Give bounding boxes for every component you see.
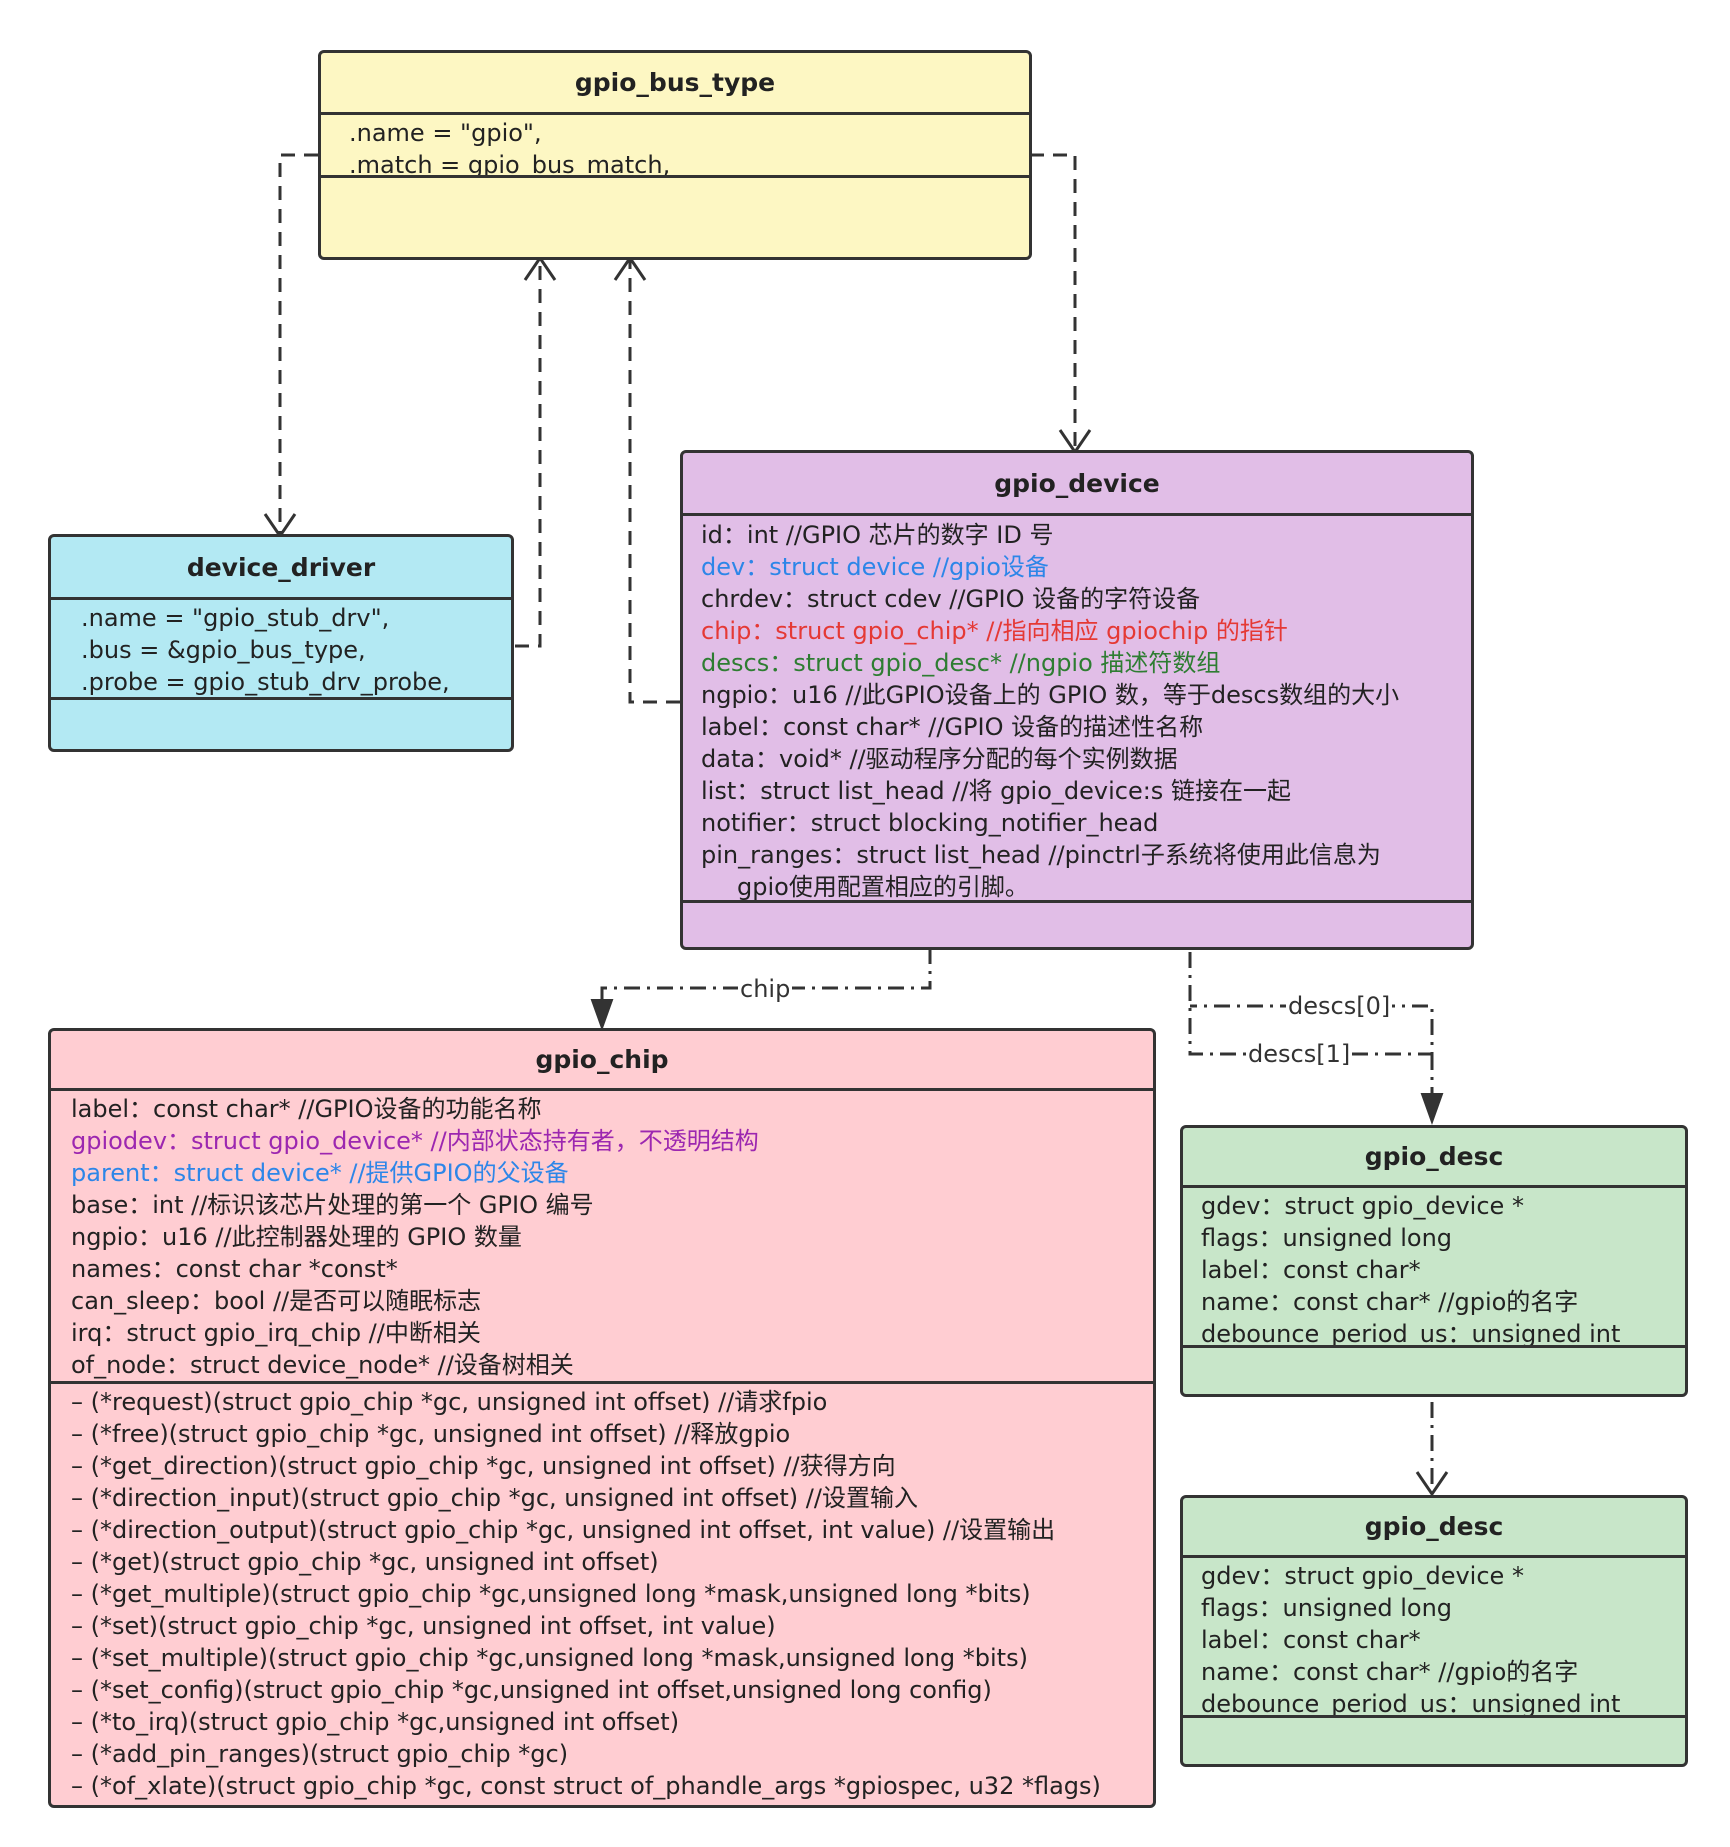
method: – (*set_multiple)(struct gpio_chip *gc,u… xyxy=(71,1644,1028,1672)
method: – (*set_config)(struct gpio_chip *gc,uns… xyxy=(71,1676,992,1704)
method: – (*set)(struct gpio_chip *gc, unsigned … xyxy=(71,1612,776,1640)
field-notifier: notifier：struct blocking_notifier_head xyxy=(701,809,1159,837)
field-debounce: debounce_period_us：unsigned int xyxy=(1201,1320,1621,1348)
arrowhead-desc-bottom xyxy=(1415,1471,1449,1497)
field-flags: flags：unsigned long xyxy=(1201,1224,1453,1252)
field-base: base：int //标识该芯片处理的第一个 GPIO 编号 xyxy=(71,1191,594,1219)
gpio-desc-title: gpio_desc xyxy=(1183,1128,1685,1188)
gpio-chip-fields: label：const char* //GPIO设备的功能名称 gpiodev：… xyxy=(51,1091,1153,1384)
method: – (*direction_input)(struct gpio_chip *g… xyxy=(71,1484,918,1512)
field-name: name：const char* //gpio的名字 xyxy=(1201,1288,1579,1316)
field-label: label：const char* xyxy=(1201,1626,1421,1654)
field-chrdev: chrdev：struct cdev //GPIO 设备的字符设备 xyxy=(701,585,1201,613)
connector-device-to-bus xyxy=(628,260,680,704)
connector-bus-to-device xyxy=(1030,153,1077,450)
gpio-device-title: gpio_device xyxy=(683,453,1471,516)
connector-label-descs0: descs[0] xyxy=(1286,992,1393,1020)
gpio-device-fields: id：int //GPIO 芯片的数字 ID 号 dev：struct devi… xyxy=(683,516,1471,903)
connector-label-descs1: descs[1] xyxy=(1246,1040,1353,1068)
field-descs: descs：struct gpio_desc* //ngpio 描述符数组 xyxy=(701,649,1221,677)
gpio-bus-type-title: gpio_bus_type xyxy=(321,53,1029,115)
device-driver-title: device_driver xyxy=(51,537,511,600)
field-pin-ranges-cont: gpio使用配置相应的引脚。 xyxy=(737,873,1029,901)
gpio-desc-title: gpio_desc xyxy=(1183,1498,1685,1558)
gpio-desc-box-0: gpio_desc gdev：struct gpio_device * flag… xyxy=(1180,1125,1688,1397)
field-pin-ranges: pin_ranges：struct list_head //pinctrl子系统… xyxy=(701,841,1381,869)
field: .probe = gpio_stub_drv_probe, xyxy=(81,668,450,696)
field: .name = "gpio", xyxy=(349,119,542,147)
gpio-device-box: gpio_device id：int //GPIO 芯片的数字 ID 号 dev… xyxy=(680,450,1474,950)
gpio-chip-title: gpio_chip xyxy=(51,1031,1153,1091)
field-ngpio: ngpio：u16 //此GPIO设备上的 GPIO 数，等于descs数组的大… xyxy=(701,681,1400,709)
field-id: id：int //GPIO 芯片的数字 ID 号 xyxy=(701,521,1054,549)
arrowhead-chip xyxy=(590,999,614,1031)
method: – (*get_multiple)(struct gpio_chip *gc,u… xyxy=(71,1580,1031,1608)
gpio-desc-fields: gdev：struct gpio_device * flags：unsigned… xyxy=(1183,1188,1685,1348)
gpio-bus-type-box: gpio_bus_type .name = "gpio", .match = g… xyxy=(318,50,1032,260)
field-of-node: of_node：struct device_node* //设备树相关 xyxy=(71,1351,574,1379)
gpio-device-methods xyxy=(683,903,1471,947)
field-can-sleep: can_sleep：bool //是否可以随眠标志 xyxy=(71,1287,482,1315)
gpio-desc-fields: gdev：struct gpio_device * flags：unsigned… xyxy=(1183,1558,1685,1718)
field-data: data：void* //驱动程序分配的每个实例数据 xyxy=(701,745,1178,773)
field-dev: dev：struct device //gpio设备 xyxy=(701,553,1049,581)
method: – (*direction_output)(struct gpio_chip *… xyxy=(71,1516,1056,1544)
field-gpiodev: gpiodev：struct gpio_device* //内部状态持有者，不透… xyxy=(71,1127,759,1155)
field-gdev: gdev：struct gpio_device * xyxy=(1201,1562,1524,1590)
field-name: name：const char* //gpio的名字 xyxy=(1201,1658,1579,1686)
method: – (*to_irq)(struct gpio_chip *gc,unsigne… xyxy=(71,1708,680,1736)
gpio-bus-type-fields: .name = "gpio", .match = gpio_bus_match, xyxy=(321,115,1029,178)
field-debounce: debounce_period_us：unsigned int xyxy=(1201,1690,1621,1718)
field-label: label：const char* //GPIO 设备的描述性名称 xyxy=(701,713,1204,741)
device-driver-methods xyxy=(51,700,511,749)
field-parent: parent：struct device* //提供GPIO的父设备 xyxy=(71,1159,569,1187)
gpio-bus-type-methods xyxy=(321,178,1029,257)
connector-label-chip: chip xyxy=(738,975,793,1003)
field-list: list：struct list_head //将 gpio_device:s … xyxy=(701,777,1291,805)
method: – (*free)(struct gpio_chip *gc, unsigned… xyxy=(71,1420,791,1448)
method: – (*get)(struct gpio_chip *gc, unsigned … xyxy=(71,1548,659,1576)
method: – (*request)(struct gpio_chip *gc, unsig… xyxy=(71,1388,828,1416)
field: .match = gpio_bus_match, xyxy=(349,151,671,178)
field-chip: chip：struct gpio_chip* //指向相应 gpiochip 的… xyxy=(701,617,1288,645)
field: .name = "gpio_stub_drv", xyxy=(81,604,390,632)
gpio-chip-methods: – (*request)(struct gpio_chip *gc, unsig… xyxy=(51,1384,1153,1802)
field-ngpio: ngpio：u16 //此控制器处理的 GPIO 数量 xyxy=(71,1223,522,1251)
gpio-desc-box-1: gpio_desc gdev：struct gpio_device * flag… xyxy=(1180,1495,1688,1767)
field-flags: flags：unsigned long xyxy=(1201,1594,1453,1622)
device-driver-fields: .name = "gpio_stub_drv", .bus = &gpio_bu… xyxy=(51,600,511,700)
device-driver-box: device_driver .name = "gpio_stub_drv", .… xyxy=(48,534,514,752)
method: – (*get_direction)(struct gpio_chip *gc,… xyxy=(71,1452,896,1480)
arrowhead-desc-top xyxy=(1420,1093,1444,1125)
field-label: label：const char* xyxy=(1201,1256,1421,1284)
connector-driver-to-bus xyxy=(515,260,542,648)
connector-bus-to-driver xyxy=(278,153,318,534)
field-gdev: gdev：struct gpio_device * xyxy=(1201,1192,1524,1220)
field-names: names：const char *const* xyxy=(71,1255,398,1283)
field-irq: irq：struct gpio_irq_chip //中断相关 xyxy=(71,1319,481,1347)
field: .bus = &gpio_bus_type, xyxy=(81,636,366,664)
method: – (*add_pin_ranges)(struct gpio_chip *gc… xyxy=(71,1740,569,1768)
method: – (*of_xlate)(struct gpio_chip *gc, cons… xyxy=(71,1772,1101,1800)
field-label: label：const char* //GPIO设备的功能名称 xyxy=(71,1095,542,1123)
gpio-chip-box: gpio_chip label：const char* //GPIO设备的功能名… xyxy=(48,1028,1156,1808)
